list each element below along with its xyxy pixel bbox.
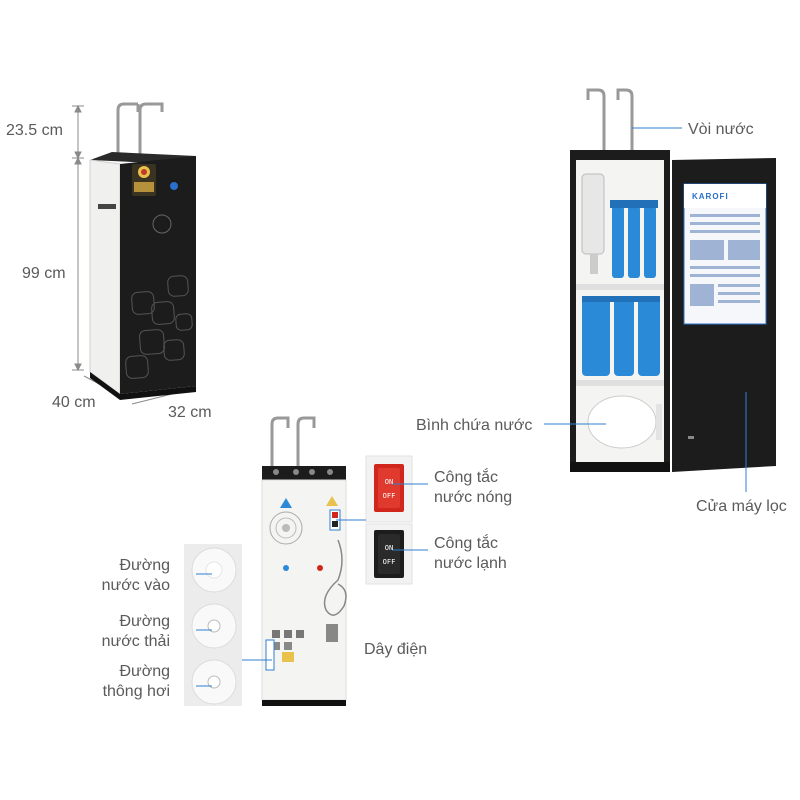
cold-switch-on-text: ON	[384, 544, 394, 552]
cabinet-back-view	[261, 416, 347, 706]
vent-label: Đường thông hơi	[102, 663, 170, 700]
inlet-label: Đường nước vào	[101, 557, 170, 594]
hot-switch-label: Công tắc nước nóng	[434, 469, 513, 506]
hot-switch-off-text: OFF	[382, 492, 396, 500]
hot-switch-on-text: ON	[384, 478, 394, 486]
cabinet-open-view	[570, 88, 776, 472]
power-cord-label: Dây điện	[364, 641, 428, 658]
hot-switch-inset	[365, 455, 413, 523]
brand-logo: KAROFI	[692, 192, 729, 201]
cold-switch-off-text: OFF	[382, 558, 396, 566]
tank-label: Bình chứa nước	[416, 417, 533, 434]
cabinet-angled-view	[89, 102, 196, 400]
width-label: 32 cm	[168, 404, 212, 421]
cold-switch-inset	[365, 523, 413, 585]
tap-height-label: 23.5 cm	[6, 122, 63, 139]
depth-label: 40 cm	[52, 394, 96, 411]
cold-switch-label: Công tắc nước lạnh	[434, 535, 507, 572]
body-height-label: 99 cm	[22, 265, 66, 282]
callout-lines	[196, 127, 747, 687]
pipe-inlets-inset	[184, 544, 242, 706]
faucet-label: Vòi nước	[688, 121, 754, 138]
waste-label: Đường nước thải	[101, 613, 170, 650]
filter-door-label: Cửa máy lọc	[696, 498, 787, 515]
